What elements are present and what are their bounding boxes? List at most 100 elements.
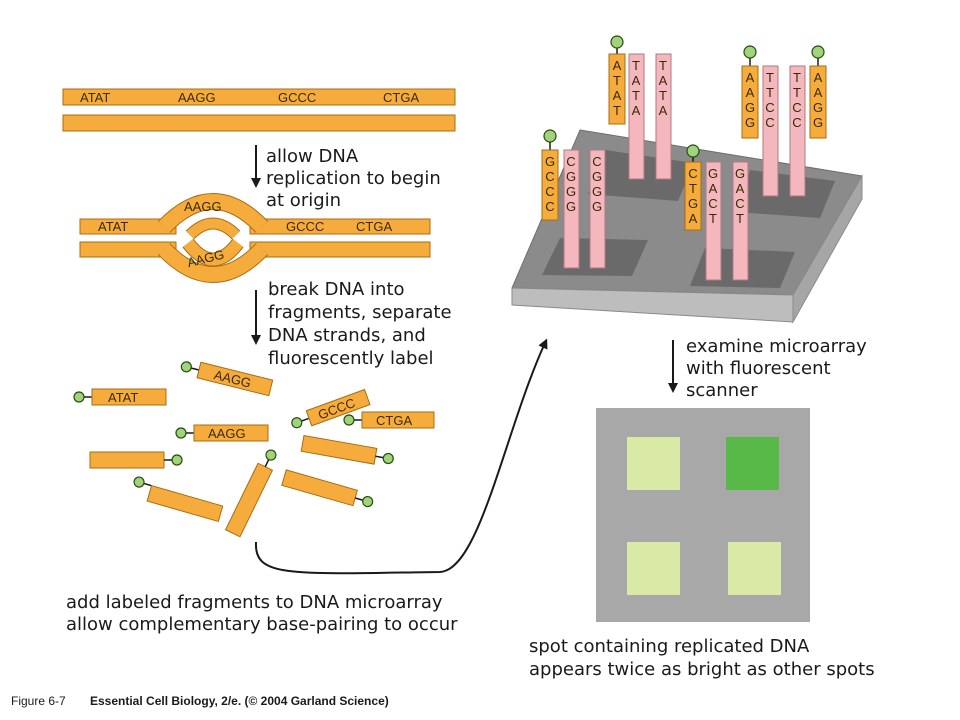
new-strand-upper-fill (186, 218, 240, 239)
fluorescent-label (382, 452, 394, 465)
step2-line4: fluorescently label (268, 348, 434, 369)
fluorescent-label (73, 391, 85, 403)
probe-strand-cggg-1 (563, 149, 580, 269)
result-line2: appears twice as bright as other spots (529, 659, 875, 680)
probe-strand-gact-1 (705, 161, 722, 281)
seq-atat: ATAT (80, 90, 110, 105)
result-line1: spot containing replicated DNA (529, 636, 810, 657)
step2-line3: DNA strands, and (268, 325, 426, 346)
step1-label: allow DNA replication to begin at origin (266, 146, 441, 211)
seq-gccc: GCCC (278, 90, 316, 105)
fragment-unlabeled-seq-2 (300, 434, 394, 465)
step3-label: add labeled fragments to DNA microarray … (66, 592, 458, 635)
step4-line1: examine microarray (686, 336, 867, 357)
replication-bubble: AAGG AAGG ATAT GCCC CTGA (79, 193, 431, 283)
frag-seq-atat: ATAT (108, 390, 138, 405)
fragment-aagg-2: AAGG (175, 424, 269, 442)
scan-spot-4 (728, 542, 781, 595)
scan-spot-1 (627, 437, 680, 490)
labeled-fragments: ATAT AAGG GCCC CTGA AAGG (73, 361, 435, 538)
probe-strand-tata-2 (655, 53, 672, 180)
fluorescent-label (133, 476, 145, 488)
bubble-seq-upper: AAGG (184, 199, 222, 214)
bubble-upper-strand-fill (158, 194, 268, 233)
fragment-aagg-1: AAGG (180, 361, 274, 397)
step2-label: break DNA into fragments, separate DNA s… (268, 279, 452, 369)
step3-line1: add labeled fragments to DNA microarray (66, 592, 443, 613)
fluorescent-label (291, 417, 303, 429)
frag-seq-aagg-1: AAGG (213, 367, 253, 391)
seq-aagg: AAGG (178, 90, 216, 105)
rep-seq-gccc: GCCC (286, 219, 324, 234)
probe-strand-ttcc-1 (762, 65, 779, 197)
scan-spot-2 (726, 437, 779, 490)
fragment-unlabeled-seq-3 (224, 449, 277, 538)
fragment-atat: ATAT (73, 388, 167, 406)
step4-line2: with fluorescent (686, 358, 831, 379)
step2-line2: fragments, separate (268, 302, 452, 323)
fluorescent-label (686, 144, 700, 158)
arrow-to-microarray (254, 338, 548, 575)
dsdna-bottom-strand (62, 114, 456, 132)
step3-line2: allow complementary base-pairing to occu… (66, 614, 458, 635)
chip-right-side (792, 174, 863, 324)
caption-book: Essential Cell Biology, 2/e. (© 2004 Gar… (90, 694, 389, 708)
seq-ctga: CTGA (383, 90, 419, 105)
figure-caption: Figure 6-7 Essential Cell Biology, 2/e. … (11, 694, 389, 708)
fluorescent-label (811, 45, 825, 59)
step4-label: examine microarray with fluorescent scan… (686, 336, 867, 401)
probe-strand-cggg-2 (589, 149, 606, 269)
frag-seq-ctga: CTGA (376, 413, 412, 428)
fluorescent-label (343, 414, 355, 426)
fragment-ctga: CTGA (343, 411, 435, 429)
dsdna-top-strand (62, 88, 456, 106)
dsdna-original: ATAT AAGG GCCC CTGA (62, 88, 456, 132)
rep-right-bottom (249, 241, 431, 258)
step4-line3: scanner (686, 380, 758, 401)
fragment-unlabeled-seq-5 (281, 469, 374, 508)
frag-seq-aagg-2: AAGG (208, 426, 246, 441)
scanner-readout (596, 408, 810, 622)
fluorescent-label (265, 449, 277, 461)
result-label: spot containing replicated DNA appears t… (529, 636, 875, 680)
fluorescent-label (180, 361, 192, 373)
fragment-unlabeled-seq-1 (89, 451, 183, 469)
fluorescent-label (175, 427, 187, 439)
caption-figure-number: Figure 6-7 (11, 694, 66, 708)
probe-strand-ttcc-2 (789, 65, 806, 197)
fragment-gccc: GCCC (291, 388, 371, 429)
step2-line1: break DNA into (268, 279, 405, 300)
rep-seq-ctga: CTGA (356, 219, 392, 234)
rep-seq-atat: ATAT (98, 219, 128, 234)
step1-line2: replication to begin (266, 168, 441, 189)
probe-strand-gact-2 (732, 161, 749, 281)
scan-spot-3 (627, 542, 680, 595)
fluorescent-label (610, 35, 624, 49)
probe-strand-tata (628, 53, 645, 180)
fluorescent-label (543, 129, 557, 143)
new-strand-lower-fill (183, 239, 243, 266)
chip-well-2 (735, 170, 835, 218)
fluorescent-label (171, 454, 183, 466)
